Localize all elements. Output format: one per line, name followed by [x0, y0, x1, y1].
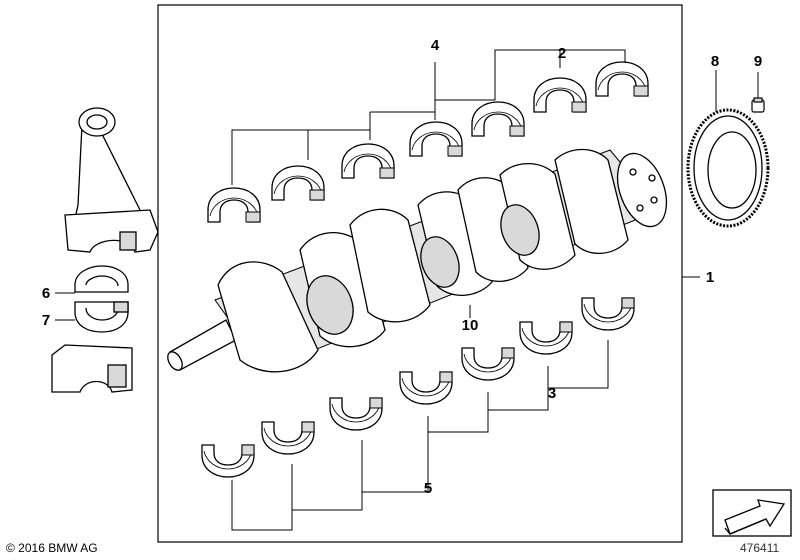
callout-2: 2 — [557, 45, 567, 62]
arrow-nav-icon[interactable] — [712, 489, 792, 537]
diagram-number: 476411 — [740, 541, 780, 555]
callout-1: 1 — [705, 269, 715, 286]
copyright-text: © 2016 BMW AG — [6, 541, 98, 555]
callout-6: 6 — [41, 285, 51, 302]
callout-8: 8 — [710, 53, 720, 70]
connecting-rod — [64, 107, 159, 253]
callout-4: 4 — [430, 37, 440, 54]
callout-7: 7 — [41, 312, 51, 329]
callout-5: 5 — [423, 480, 433, 497]
rod-bearing — [74, 265, 129, 333]
diagram-frame — [157, 4, 683, 543]
upper-bracket — [231, 49, 626, 185]
callout-9: 9 — [753, 53, 763, 70]
callout-10: 10 — [461, 317, 479, 334]
ring-gear — [686, 108, 770, 228]
dowel-pin — [751, 97, 765, 113]
crankshaft — [167, 148, 668, 373]
rod-cap — [51, 344, 133, 393]
callout-3: 3 — [547, 385, 557, 402]
lower-bracket — [231, 340, 609, 531]
